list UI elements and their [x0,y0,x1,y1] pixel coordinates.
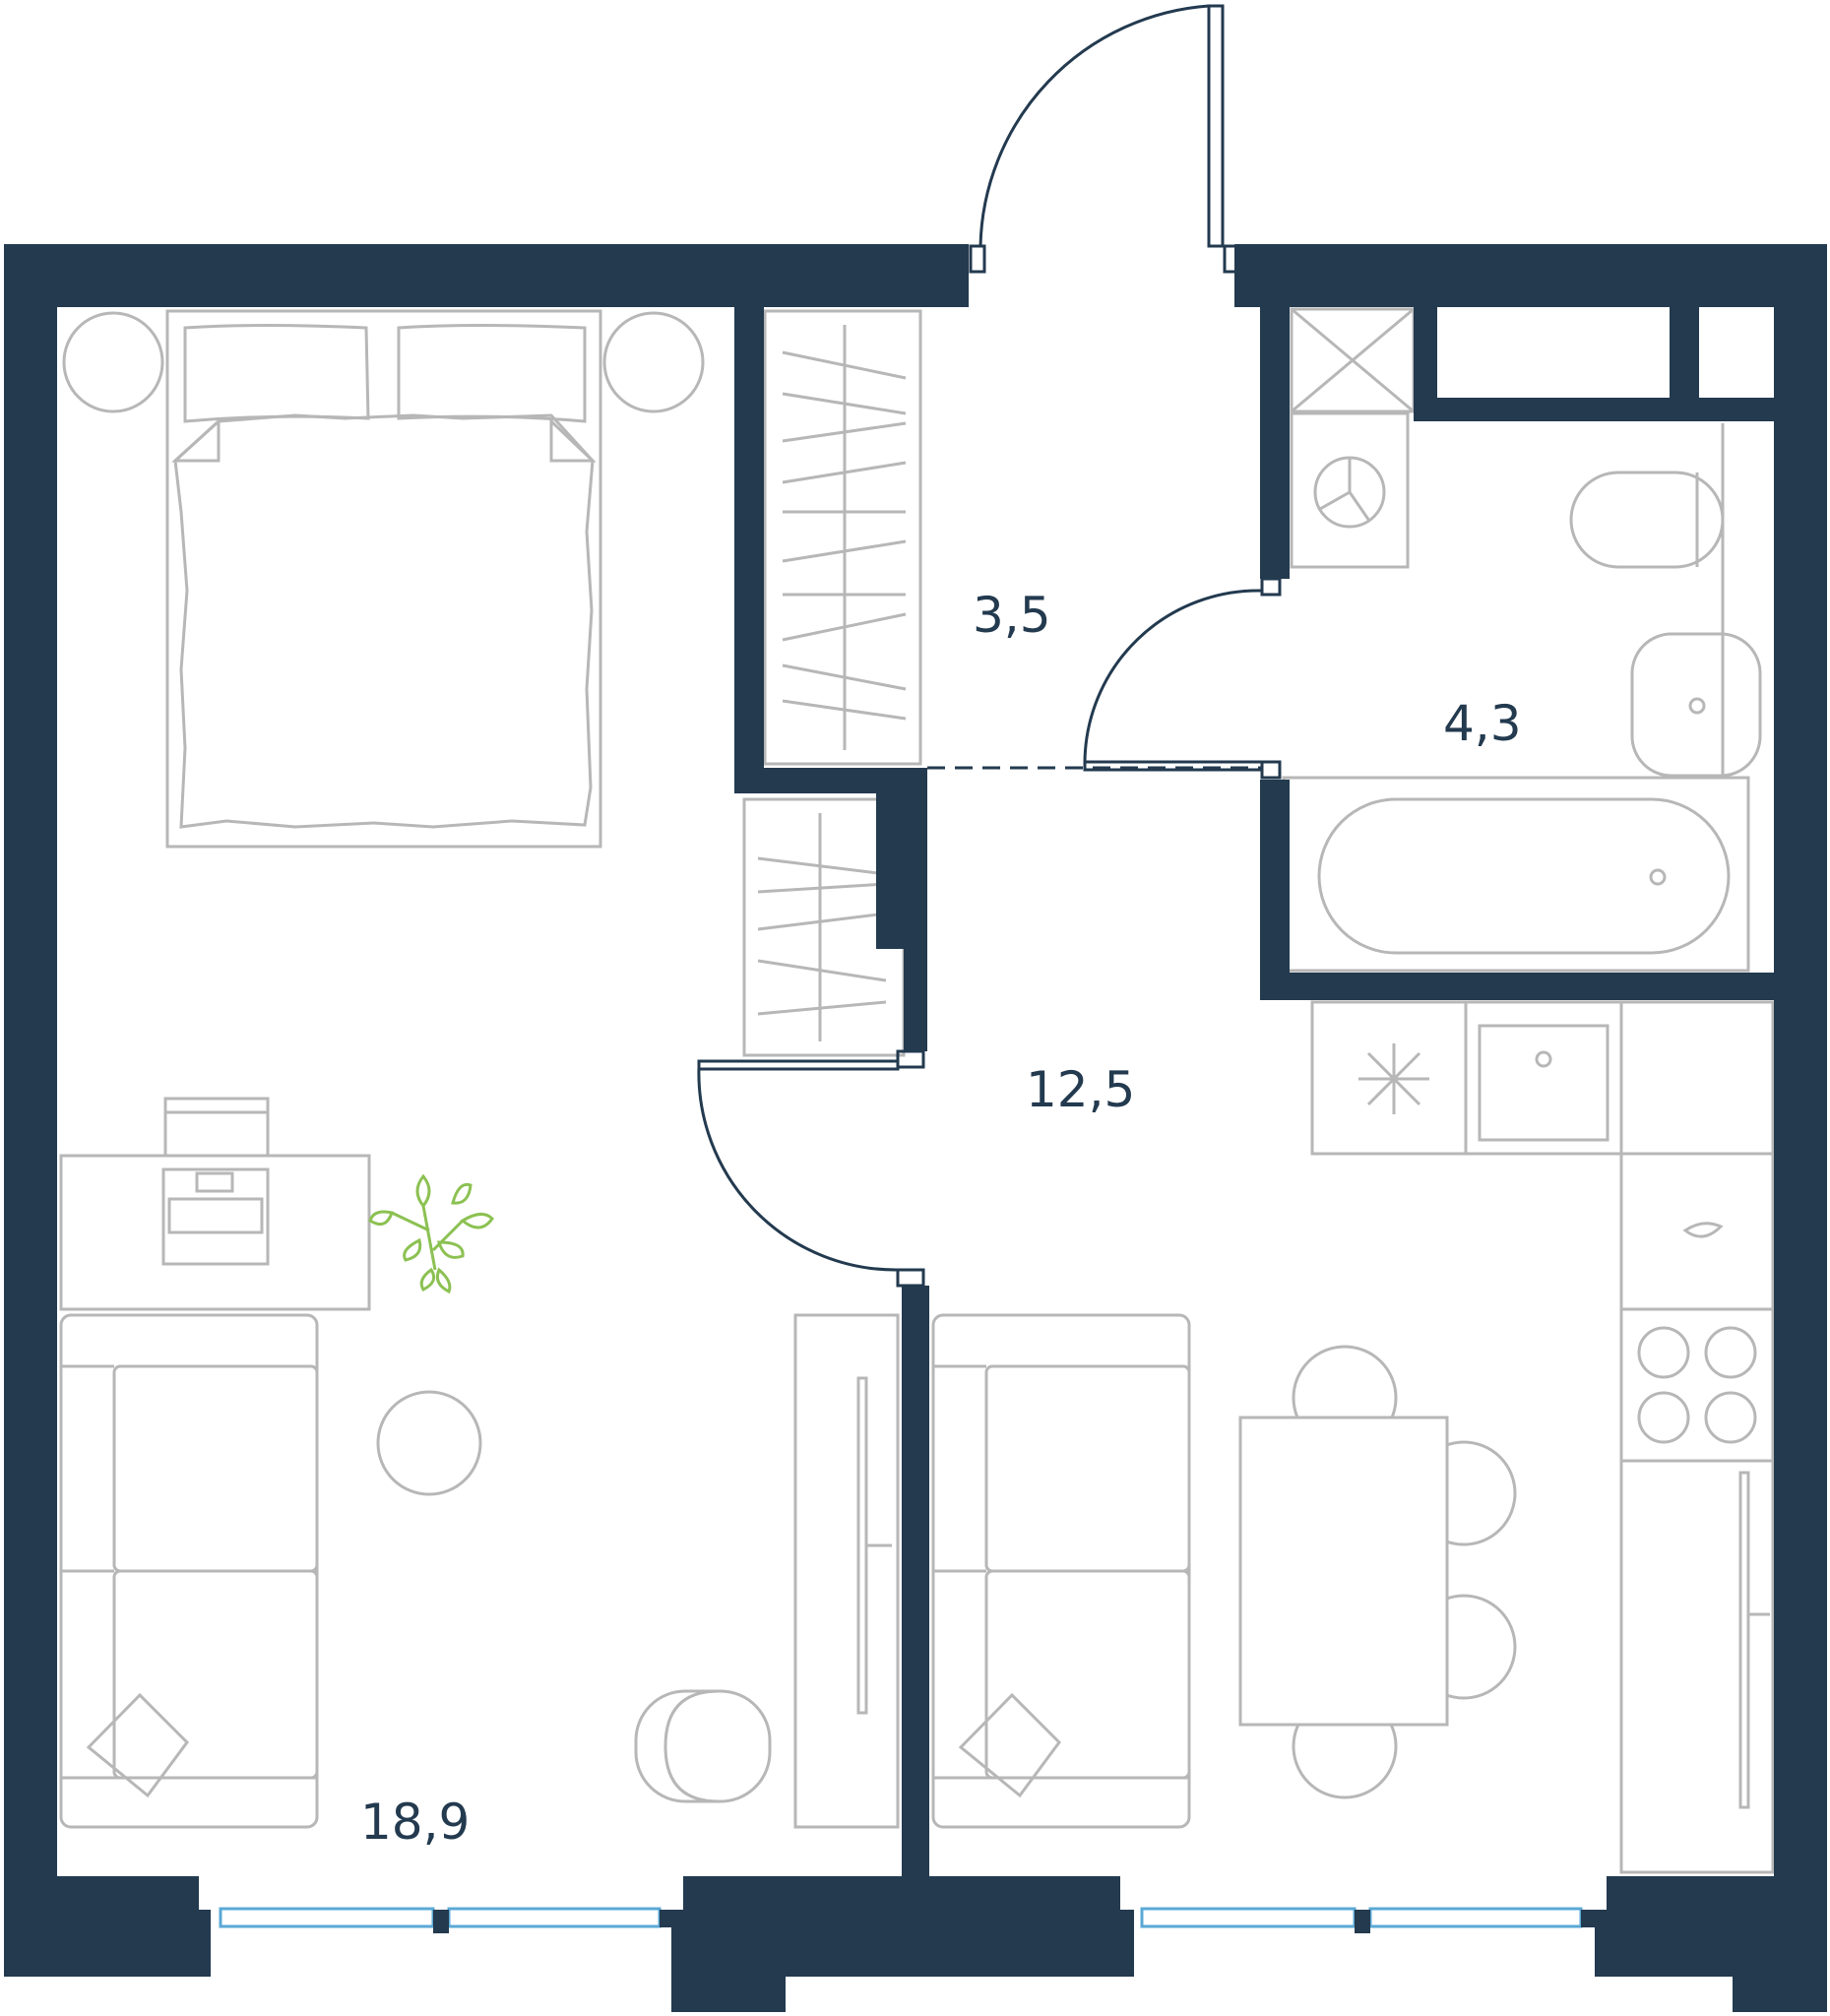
bathroom-fixtures [1282,307,1762,973]
walls [4,244,1827,2012]
sofa-right [931,1313,1191,1829]
hob [1619,1307,1775,1463]
pillow-left [183,324,370,423]
room-area-bathroom: 4,3 [1443,695,1522,752]
room-area-kitchen-living: 12,5 [1026,1061,1135,1118]
nightstand-right [602,311,705,413]
sofa-left [59,1313,319,1829]
cushion-right [958,1692,1061,1798]
entrance-door[interactable] [969,4,1240,274]
bedroom-door[interactable] [697,1049,925,1288]
desk [59,1154,371,1311]
bathtub [1317,797,1731,955]
room-area-bedroom-living: 18,9 [360,1794,470,1851]
blanket-fold-left [171,417,221,463]
sink [1630,632,1762,778]
desk-set [59,1097,371,1311]
washing-machine [1290,411,1410,569]
double-bed [62,309,705,849]
doors [697,4,1282,1288]
window-1 [219,1907,435,1928]
bathroom-door[interactable] [1083,577,1282,780]
cushion-left [86,1692,189,1798]
toilet [1569,471,1725,569]
fridge [1619,1459,1775,1874]
window-3 [1140,1907,1357,1928]
desk-chair [163,1097,270,1158]
window-2 [447,1907,662,1928]
bed-frame [165,309,602,849]
room-area-hallway: 3,5 [973,587,1051,644]
window-4 [1368,1907,1583,1928]
tv-stand-left [793,1313,900,1829]
blanket [173,413,595,829]
furniture-layer [59,307,1775,1874]
nightstand-left [62,311,164,413]
armchair [634,1689,772,1803]
pillow-right [397,324,587,423]
coffee-table-round [376,1390,482,1496]
dining-set [1238,1345,1517,1799]
wardrobe-hallway [763,309,922,766]
blanket-fold-right [549,417,597,463]
plant-icon [368,1173,494,1294]
dining-table [1238,1416,1449,1727]
monitor [161,1167,270,1266]
kitchen-counters [1310,1000,1775,1874]
